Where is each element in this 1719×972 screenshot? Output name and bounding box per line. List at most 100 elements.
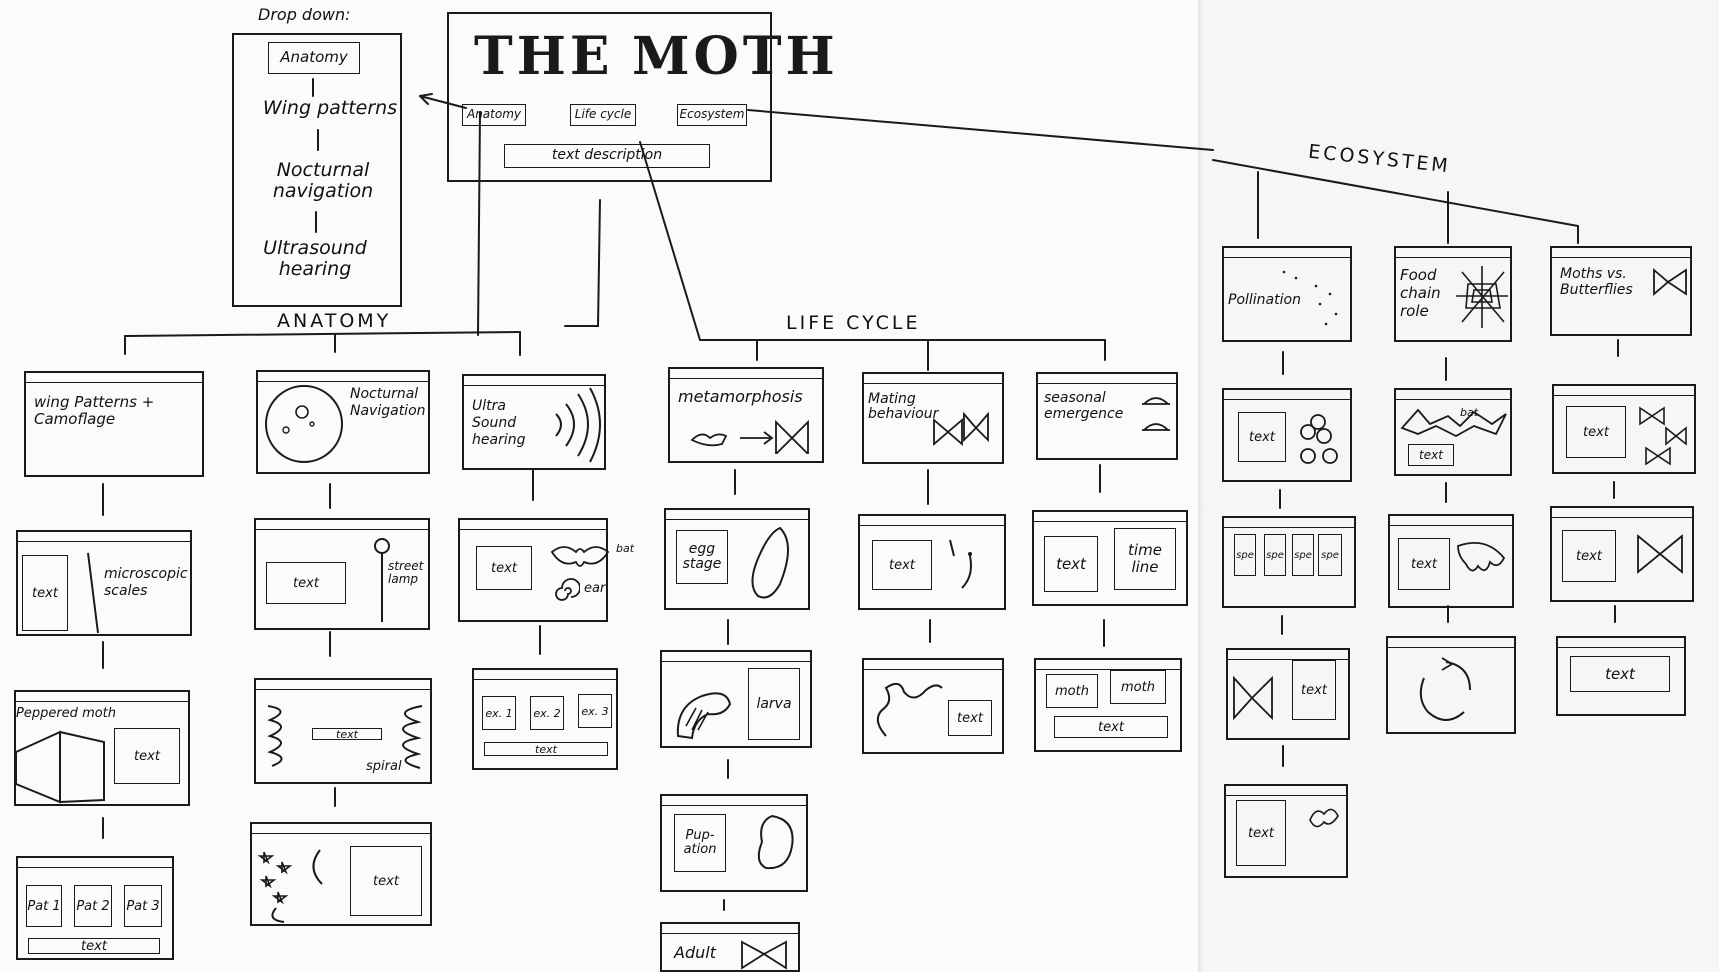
example-2-box: ex. 2: [530, 696, 564, 730]
seasonal-text-bar: text: [1054, 716, 1168, 738]
mvb-text-frame: [1556, 636, 1686, 716]
wing-text-box: text: [22, 555, 68, 631]
species-box-2: spe: [1264, 534, 1286, 576]
egg-icon: [751, 526, 789, 599]
stars-moon-frame: [250, 822, 432, 926]
mating-text-box-2: text: [948, 700, 992, 736]
spiral-flight-frame: [254, 678, 432, 784]
seasonal-text-box: text: [1044, 536, 1098, 592]
moth-compare-frame: [1034, 658, 1182, 752]
species-box-3: spe: [1292, 534, 1314, 576]
wing-patterns-header-frame: [24, 371, 204, 477]
ear-label: ear: [584, 581, 606, 596]
pattern-3-box: Pat 3: [124, 885, 162, 927]
section-life-cycle-heading: LIFE CYCLE: [786, 312, 921, 334]
bat-predator-frame: [1394, 388, 1512, 476]
pollination-title: Pollination: [1228, 292, 1301, 308]
examples-text-bar: text: [484, 742, 608, 756]
scale-divider-icon: [87, 552, 99, 634]
nav-anatomy-button[interactable]: Anatomy: [462, 104, 526, 126]
moth-box-1: moth: [1046, 674, 1098, 708]
pollen-dots-icon: [1282, 270, 1338, 326]
street-lamp-label: street lamp: [388, 559, 424, 586]
dropdown-item-wing-patterns[interactable]: Wing patterns: [262, 97, 398, 119]
species-frame: [1222, 516, 1356, 608]
ultrasound-title: Ultra Sound hearing: [472, 398, 526, 448]
seasonal-header-frame: [1036, 372, 1178, 460]
notebook-page-right: [1200, 0, 1719, 972]
nocturnal-header-frame: [256, 370, 430, 474]
pollination-text-box: text: [1238, 412, 1286, 462]
bat-ear-frame: [458, 518, 608, 622]
dropdown-item-anatomy[interactable]: Anatomy: [268, 42, 360, 74]
mating-detail-frame: [858, 514, 1006, 610]
food-chain-title: Food chain role: [1400, 266, 1441, 320]
egg-stage-box: egg stage: [676, 530, 728, 584]
nocturnal-text-box: text: [266, 562, 346, 604]
sound-waves-icon: [555, 387, 601, 463]
metamorphosis-title: metamorphosis: [678, 387, 803, 406]
pattern-1-box: Pat 1: [26, 885, 62, 927]
moths-vs-butterflies-header-frame: [1550, 246, 1692, 336]
larva-box: larva: [748, 668, 800, 740]
peppered-moth-frame: [14, 690, 190, 806]
flight-trail-icon: [876, 682, 943, 737]
food-text-box: text: [1408, 444, 1454, 466]
bat-icon: [550, 546, 610, 567]
species-box-4: spe: [1318, 534, 1342, 576]
dropdown-panel: [232, 33, 402, 307]
spiral-text-box: text: [312, 728, 382, 741]
title-the: THE: [474, 26, 614, 87]
flower-frame: [1222, 388, 1352, 482]
page-gutter: [1198, 0, 1203, 972]
season-icons: [1142, 397, 1170, 431]
mvb-text-box: text: [1566, 406, 1626, 458]
seasonal-title: seasonal emergence: [1044, 390, 1124, 422]
title-moth: MOTH: [632, 26, 839, 87]
wing-detail-frame: [1388, 514, 1514, 608]
pattern-examples-frame: [16, 856, 174, 960]
timeline-frame: [1032, 510, 1188, 606]
section-anatomy-heading: ANATOMY: [277, 310, 392, 332]
notebook-page-left: [0, 0, 1200, 972]
adult-label: Adult: [674, 943, 716, 962]
cocoon-icon: [757, 814, 794, 870]
caterpillar-to-moth-icon: [690, 419, 809, 454]
street-lamp-icon: [374, 538, 390, 622]
wing-patterns-title: wing Patterns + Camoflage: [34, 393, 155, 428]
life-cycle-loop-frame: [1386, 636, 1516, 734]
peppered-moth-label: Peppered moth: [16, 706, 117, 721]
dropdown-item-nocturnal-navigation[interactable]: Nocturnal navigation: [272, 159, 374, 202]
food-bat-label: bat: [1460, 406, 1479, 419]
spider-web-icon: [1456, 266, 1508, 328]
dropdown-item-ultrasound-hearing[interactable]: Ultrasound hearing: [263, 237, 367, 280]
pollination-header-frame: [1222, 246, 1352, 342]
mvb-text-box-2: text: [1562, 530, 1616, 582]
pupation-box: Pup- ation: [674, 814, 726, 872]
ear-spiral-icon: [555, 578, 580, 601]
example-1-box: ex. 1: [482, 696, 516, 730]
text-description-box: text description: [504, 144, 710, 168]
flower-moth-icon: [1309, 808, 1339, 828]
pattern-text-bar: text: [28, 938, 160, 954]
moths-vs-butterflies-title: Moths vs. Butterflies: [1560, 266, 1633, 298]
cycle-arrows-icon: [1419, 657, 1471, 721]
moth-pollinator-frame: [1226, 648, 1350, 740]
adult-frame: [660, 922, 800, 972]
pupation-frame: [660, 794, 808, 892]
moth-wings-icon: [15, 730, 105, 804]
mating-flight-frame: [862, 658, 1004, 754]
dropdown-label: Drop down:: [258, 5, 351, 24]
food-text-box-2: text: [1398, 538, 1450, 590]
ultrasound-examples-frame: [472, 668, 618, 770]
nav-life-cycle-button[interactable]: Life cycle: [570, 104, 636, 126]
pollination-detail-frame: [1224, 784, 1348, 878]
bat-label: bat: [616, 542, 635, 555]
mvb-text-box-3: text: [1570, 656, 1670, 692]
example-3-box: ex. 3: [578, 694, 612, 728]
species-box-1: spe: [1234, 534, 1256, 576]
pattern-2-box: Pat 2: [74, 885, 112, 927]
nav-ecosystem-button[interactable]: Ecosystem: [677, 104, 747, 126]
ultrasound-header-frame: [462, 374, 606, 470]
